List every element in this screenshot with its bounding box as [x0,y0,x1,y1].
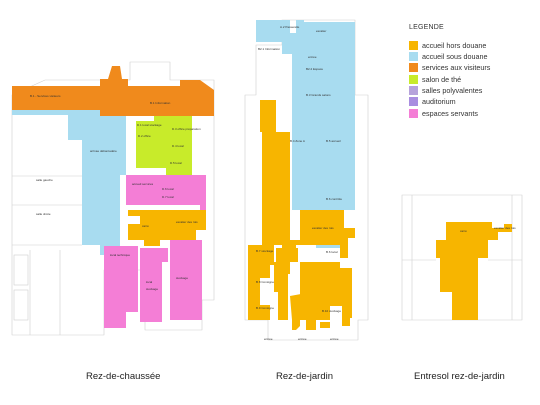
room-label: B.4 Zone A [290,139,305,143]
room-label: entrée [298,337,307,341]
plan-2-labels: A.2 Passerelle escalier B2.1 Information… [256,25,342,341]
room-label: escalier des rois [494,226,516,230]
room-label: B2.2 Espace [306,67,323,71]
room-label: D.6 local [162,187,174,191]
plan-entresol: carré escalier des rois [436,222,516,320]
zone-espaces-servants-4 [170,240,202,320]
zone-accueil-hors-douane-6 [292,318,350,330]
legend-item: espaces servants [409,108,537,119]
legend-label: espaces servants [422,108,478,118]
zone-accueil-hors-douane-2 [248,245,274,320]
legend-title: LEGENDE [409,24,444,31]
zone-espaces-servants-2 [104,246,138,328]
room-label: stockage [146,287,158,291]
room-label: accueil services [132,182,154,186]
room-label: arrivée débarcadère [90,149,117,153]
zone-accueil-hors-douane [128,210,206,246]
room-label: local [146,280,153,284]
legend: LEGENDE accueil hors douane accueil sous … [409,24,537,119]
room-label: D.3 office préparation [172,127,201,131]
zone-accueil-hors-douane-5 [290,292,318,320]
plan-3-labels: carré escalier des rois [460,226,516,233]
legend-label: salles polyvalentes [422,85,483,95]
caption-rez-de-jardin: Rez-de-jardin [276,371,334,382]
room-label: A.2 Passerelle [280,25,300,29]
room-label: D.2 office [138,134,151,138]
legend-label: accueil hors douane [422,40,487,50]
zone-espaces-servants-3 [140,248,168,322]
legend-swatch [409,40,418,50]
legend-item: auditorium [409,96,537,107]
zone-accueil-hors-douane-3 [274,248,298,320]
zone-services-visiteurs [12,66,214,116]
legend-label: auditorium [422,97,456,107]
legend-item: accueil sous douane [409,51,537,62]
room-label: B.6 contrôle [326,197,342,201]
legend-swatch [409,108,418,118]
zone-accueil-sous-douane [12,110,126,255]
legend-swatch [409,74,418,84]
room-label: D.5 local [170,161,182,165]
legend-label: accueil sous douane [422,52,488,62]
room-label: local technique [110,253,130,257]
room-label: carré [460,229,467,233]
room-label: B.3 Grands salons [306,93,331,97]
room-label: B.10 stockage [322,309,341,313]
room-label: D.7 local [162,195,174,199]
zone-accueil-hors-douane [260,100,355,262]
legend-item: accueil hors douane [409,40,537,51]
plan-1-labels: B.1 - Services visiteurs B.1 Information… [30,94,201,291]
legend-label: salon de thé [422,74,462,84]
room-label: entrée [264,337,273,341]
room-label: B.5 accueil [326,139,341,143]
plan-rez-de-chaussee: B.1 - Services visiteurs B.1 Information… [12,66,214,328]
zone-espaces-servants [126,175,206,210]
room-label: salle droite [36,212,51,216]
room-label: B.8 Consigne [256,280,274,284]
plan-rez-de-jardin: A.2 Passerelle escalier B2.1 Information… [248,20,355,341]
legend-swatch [409,85,418,95]
zone-accueil-sous-douane [256,20,355,248]
legend-label: services aux visiteurs [422,63,491,73]
room-label: entrée [308,55,317,59]
room-label: D.4 local [172,144,184,148]
legend-item: salles polyvalentes [409,85,537,96]
caption-entresol: Entresol rez-de-jardin [414,371,505,382]
room-label: B.6 local [326,250,338,254]
room-label: B.9 Consigne [256,306,274,310]
zone-accueil-hors-douane [436,222,512,320]
room-label: D.1 local stockage [137,123,162,127]
room-label: B.1 Information [150,101,171,105]
room-label: escalier [316,29,326,33]
legend-swatch [409,52,418,62]
room-label: stockage [176,276,188,280]
legend-swatch [409,63,418,73]
room-label: carré [142,224,149,228]
room-label: entrée [330,337,339,341]
legend-item: services aux visiteurs [409,63,537,74]
caption-rez-de-chaussee: Rez-de-chaussée [86,371,161,382]
room-label: escalier des rois [312,226,334,230]
legend-swatch [409,97,418,107]
zone-salon-de-the [136,116,192,175]
room-label: B2.1 Information [258,47,280,51]
room-label: B.1 - Services visiteurs [30,94,61,98]
room-label: escalier des rois [176,220,198,224]
room-label: B.7 stockage [256,249,274,253]
room-label: salle gauche [36,178,53,182]
legend-item: salon de thé [409,74,537,85]
